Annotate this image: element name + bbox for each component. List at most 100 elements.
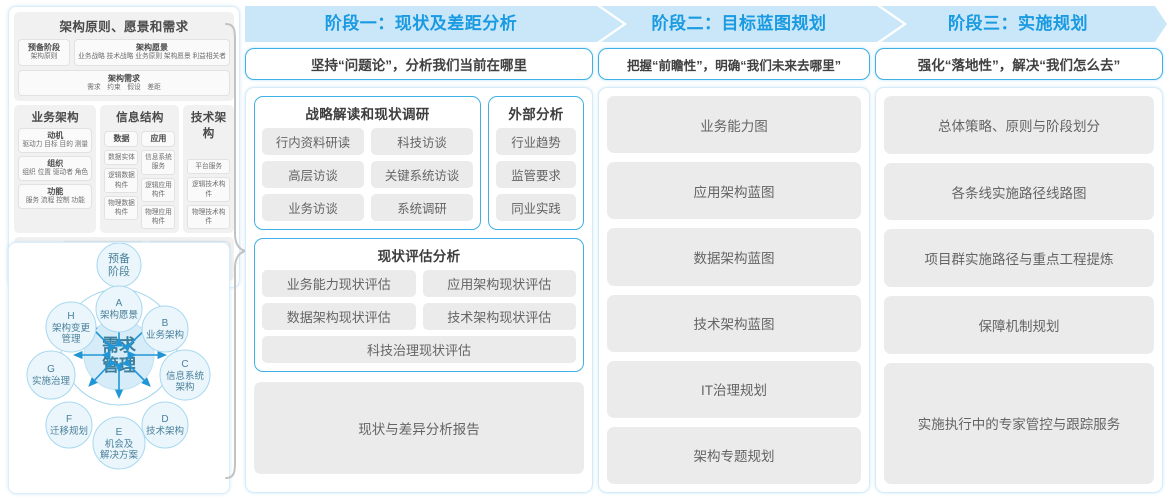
svg-text:F: F	[66, 414, 72, 425]
svg-text:实施治理: 实施治理	[32, 375, 71, 387]
ba-cell-motivation-items: 驱动力 目标 目的 测量	[22, 141, 89, 149]
chip-strategy-1[interactable]: 科技访谈	[371, 128, 473, 155]
group-external-analysis: 外部分析 行业趋势 监管要求 同业实践	[488, 96, 584, 230]
svg-text:D: D	[161, 414, 168, 425]
group-external-analysis-title: 外部分析	[508, 107, 564, 122]
phase-3-item-3[interactable]: 保障机制规划	[884, 296, 1154, 354]
phase-1-subtitle: 坚持“问题论”，分析我们当前在哪里	[245, 48, 593, 80]
svg-text:解决方案: 解决方案	[100, 449, 139, 461]
chip-strategy-2[interactable]: 高层访谈	[262, 161, 364, 188]
chip-assess-3[interactable]: 技术架构现状评估	[422, 303, 576, 330]
svg-text:业务架构: 业务架构	[146, 329, 184, 341]
svg-text:管理: 管理	[61, 333, 81, 345]
svg-text:架构: 架构	[175, 381, 194, 393]
is-app-cell-0: 信息系统服务	[145, 154, 172, 171]
chip-strategy-0[interactable]: 行内资料研读	[262, 128, 364, 155]
phase-1-header: 阶段一：现状及差距分析	[324, 14, 518, 33]
phase-1-report-chip[interactable]: 现状与差异分析报告	[254, 382, 584, 474]
is-app-cell-1: 逻辑应用构件	[145, 181, 172, 198]
chip-external-0[interactable]: 行业趋势	[496, 128, 576, 155]
svg-text:技术架构: 技术架构	[146, 425, 184, 437]
technology-architecture-column: 技术架构 平台服务 逻辑技术构件 物理技术构件	[183, 105, 234, 233]
chip-strategy-3[interactable]: 关键系统访谈	[371, 161, 473, 188]
adm-node-b	[141, 305, 189, 353]
phase-chevrons	[245, 6, 1167, 42]
prep-phase-cell: 预备阶段 架构原则	[18, 39, 70, 66]
architecture-requirement-title: 架构需求	[108, 73, 140, 83]
architecture-requirement-cell: 架构需求 需求 约束 假设 差距	[18, 69, 230, 97]
togaf-domain-columns: 业务架构 动机 驱动力 目标 目的 测量 组织 组织 位置 驱动者 角色 功能 …	[14, 105, 234, 233]
phase-3-item-4[interactable]: 实施执行中的专家管控与跟踪服务	[884, 362, 1154, 484]
phase-2-item-4[interactable]: IT治理规划	[607, 360, 861, 418]
phase-2-item-1[interactable]: 应用架构蓝图	[607, 162, 861, 220]
ba-cell-function: 功能 服务 流程 控制 功能	[18, 183, 93, 209]
svg-text:H: H	[67, 311, 74, 322]
phase-3-item-2[interactable]: 项目群实施路径与重点工程提炼	[884, 229, 1154, 288]
business-architecture-title: 业务架构	[31, 112, 80, 125]
phase-3-item-0[interactable]: 总体策略、原则与阶段划分	[884, 96, 1154, 154]
phase-2-item-5[interactable]: 架构专题规划	[607, 426, 861, 485]
phase-3-column: 强化“落地性”，解决“我们怎么去” 总体策略、原则与阶段划分 各条线实施路径线路…	[875, 48, 1163, 493]
svg-text:C: C	[181, 359, 188, 370]
phase-2-item-2[interactable]: 数据架构蓝图	[607, 228, 861, 286]
chip-strategy-5[interactable]: 系统调研	[371, 194, 473, 221]
svg-text:B: B	[162, 318, 169, 329]
togaf-adm-cycle-panel: 需求 管理 预备 阶段 A 架构愿景	[8, 242, 230, 494]
group-strategy-research: 战略解读和现状调研 行内资料研读科技访谈 高层访谈关键系统访谈 业务访谈系统调研	[254, 96, 481, 230]
adm-prep-line2: 阶段	[108, 264, 130, 278]
group-current-state-assessment-title: 现状评估分析	[377, 249, 461, 264]
ba-cell-organization-items: 组织 位置 驱动者 角色	[22, 169, 89, 177]
chip-assess-1[interactable]: 应用架构现状评估	[422, 270, 576, 297]
phase-2-header: 阶段二：目标蓝图规划	[651, 14, 827, 33]
ta-cell-1: 逻辑技术构件	[191, 181, 226, 198]
phase-2-column: 把握“前瞻性”，明确“我们未来去哪里” 业务能力图 应用架构蓝图 数据架构蓝图 …	[598, 48, 870, 493]
architecture-principles-block: 架构原则、愿景和需求 预备阶段 架构原则 架构愿景 业务战略 技术战略 业务原则…	[14, 12, 234, 102]
technology-architecture-title: 技术架构	[190, 112, 227, 141]
ba-cell-motivation-title: 动机	[47, 131, 64, 141]
phase-2-item-3[interactable]: 技术架构蓝图	[607, 294, 861, 352]
group-strategy-research-title: 战略解读和现状调研	[305, 107, 430, 122]
group-current-state-assessment: 现状评估分析 业务能力现状评估应用架构现状评估 数据架构现状评估技术架构现状评估…	[254, 238, 584, 372]
information-structure-column: 信息结构 数据 数据实体 逻辑数据构件 物理数据构件 应用 信息系统服务 逻辑应…	[100, 105, 180, 233]
ba-cell-function-items: 服务 流程 控制 功能	[25, 196, 85, 204]
prep-phase-items: 架构原则	[30, 53, 58, 60]
is-data-title: 数据	[113, 134, 130, 144]
adm-node-e	[92, 416, 146, 470]
chip-assess-4[interactable]: 科技治理现状评估	[262, 336, 576, 363]
phase-2-body: 业务能力图 应用架构蓝图 数据架构蓝图 技术架构蓝图 IT治理规划 架构专题规划	[598, 87, 870, 493]
phase-3-item-1[interactable]: 各条线实施路径线路图	[884, 162, 1154, 221]
is-sub-data: 数据 数据实体 逻辑数据构件 物理数据构件	[104, 128, 139, 228]
chip-external-2[interactable]: 同业实践	[496, 194, 576, 221]
chip-external-1[interactable]: 监管要求	[496, 161, 576, 188]
svg-text:E: E	[116, 427, 123, 438]
svg-text:机会及: 机会及	[105, 438, 134, 450]
adm-node-c	[159, 349, 211, 401]
phase-2-item-0[interactable]: 业务能力图	[607, 96, 861, 154]
information-structure-title: 信息结构	[116, 112, 164, 125]
phase-1-body: 战略解读和现状调研 行内资料研读科技访谈 高层访谈关键系统访谈 业务访谈系统调研…	[245, 87, 593, 493]
phase-3-subtitle: 强化“落地性”，解决“我们怎么去”	[875, 48, 1163, 80]
adm-node-d	[141, 401, 189, 449]
is-data-cell-0: 数据实体	[108, 154, 135, 162]
architecture-vision-cell: 架构愿景 业务战略 技术战略 业务原则 架构愿景 利益相关者	[74, 39, 230, 66]
svg-text:信息系统: 信息系统	[166, 370, 205, 382]
svg-text:架构愿景: 架构愿景	[100, 309, 138, 321]
chip-assess-2[interactable]: 数据架构现状评估	[262, 303, 416, 330]
chip-assess-0[interactable]: 业务能力现状评估	[262, 270, 416, 297]
phase-1-column: 坚持“问题论”，分析我们当前在哪里 战略解读和现状调研 行内资料研读科技访谈 高…	[245, 48, 593, 493]
chip-strategy-4[interactable]: 业务访谈	[262, 194, 364, 221]
ta-cell-2: 物理技术构件	[191, 208, 226, 225]
is-app-title: 应用	[150, 134, 167, 144]
svg-text:G: G	[47, 364, 55, 375]
adm-prep-line1: 预备	[108, 251, 130, 265]
ba-cell-organization: 组织 组织 位置 驱动者 角色	[18, 156, 93, 181]
adm-node-g	[26, 350, 76, 400]
architecture-vision-items: 业务战略 技术战略 业务原则 架构愿景 利益相关者	[78, 53, 226, 60]
svg-text:A: A	[116, 298, 123, 309]
phase-3-body: 总体策略、原则与阶段划分 各条线实施路径线路图 项目群实施路径与重点工程提炼 保…	[875, 87, 1163, 493]
is-app-cell-2: 物理应用构件	[145, 208, 172, 225]
svg-text:架构变更: 架构变更	[52, 322, 91, 334]
business-architecture-column: 业务架构 动机 驱动力 目标 目的 测量 组织 组织 位置 驱动者 角色 功能 …	[14, 105, 97, 233]
adm-node-f	[45, 401, 93, 449]
